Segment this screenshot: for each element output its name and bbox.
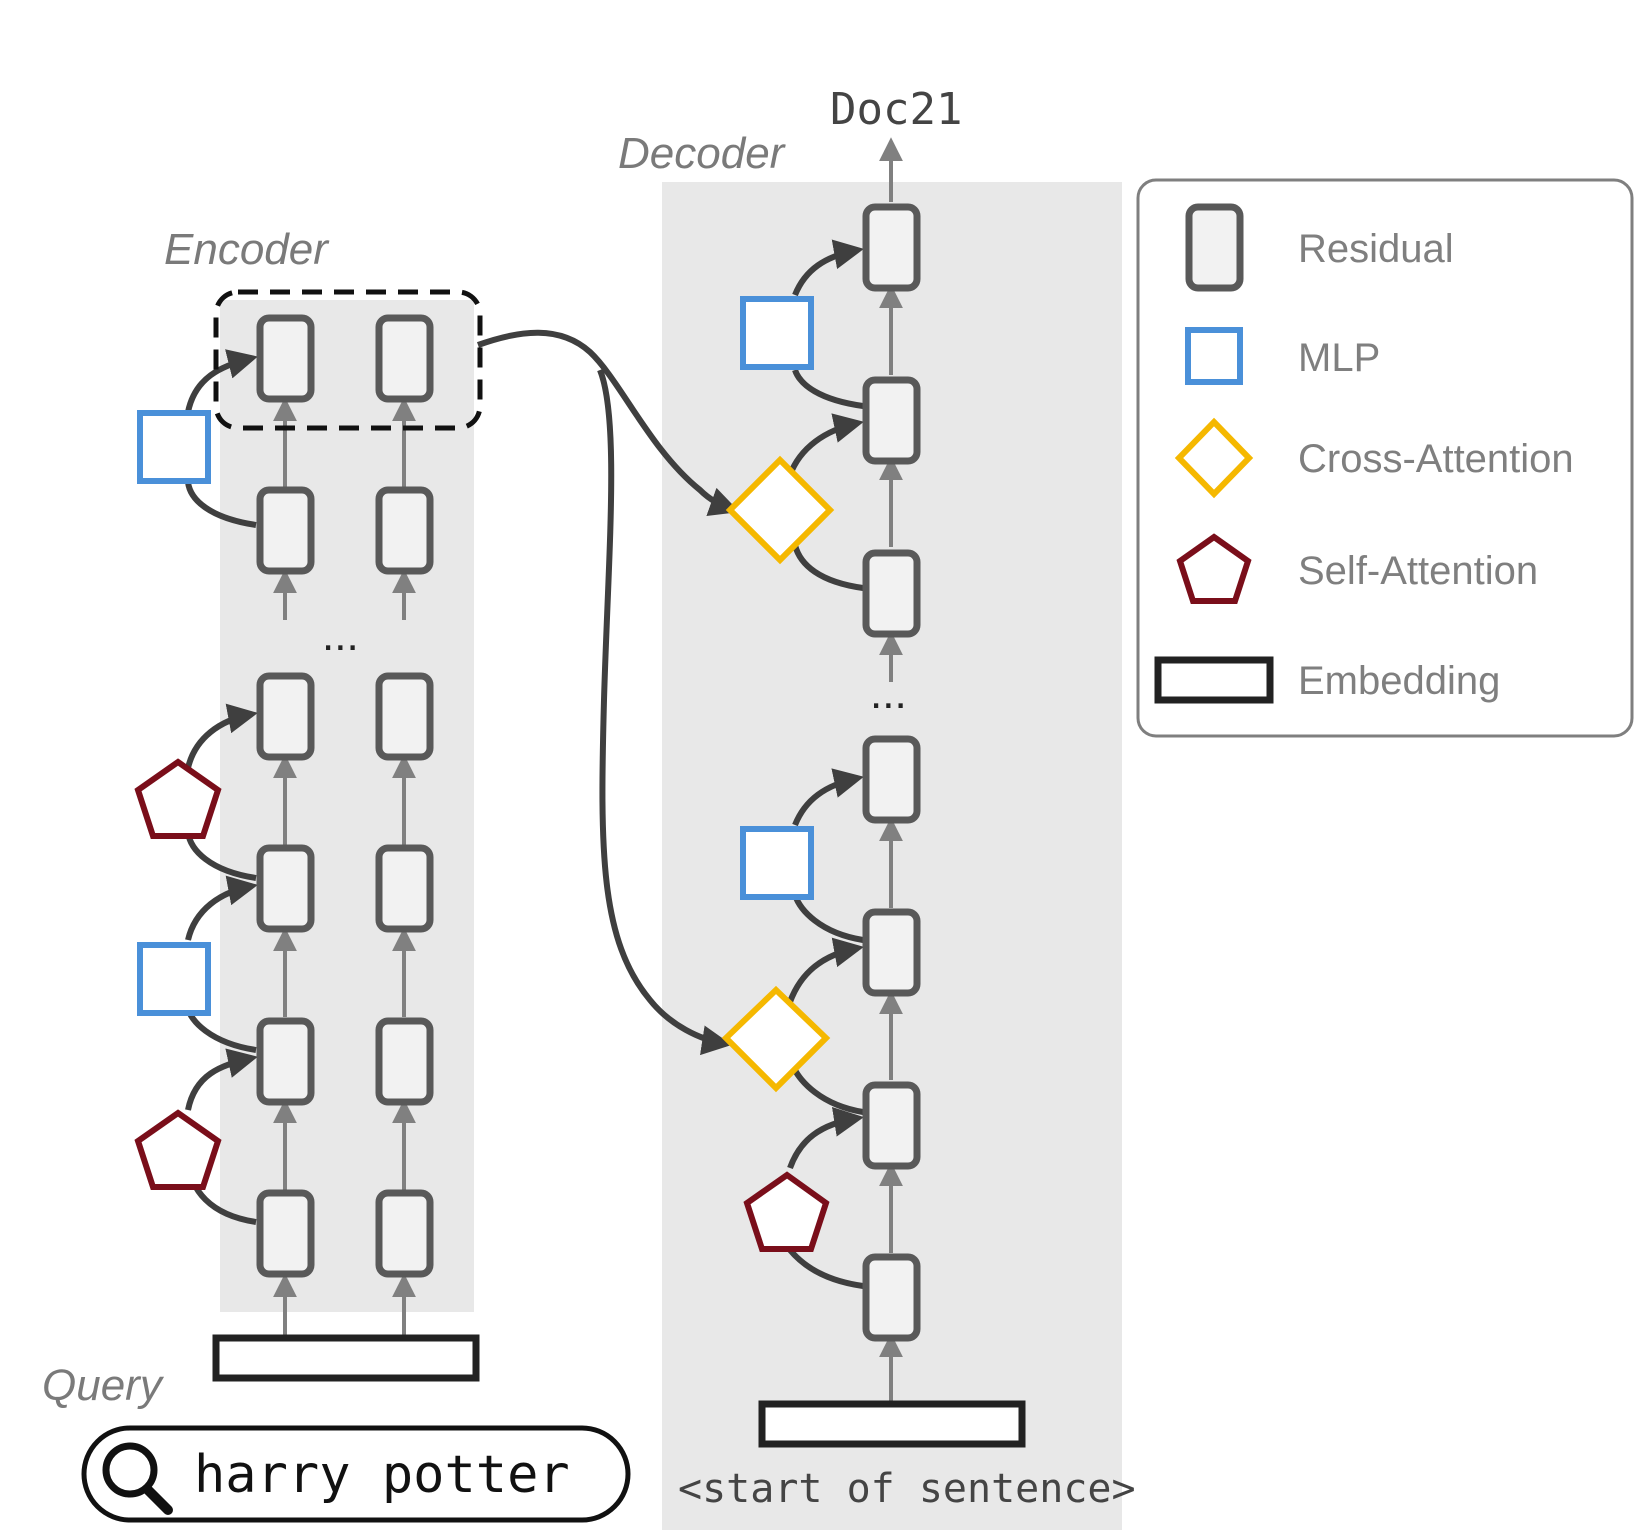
- decoder-embedding: [758, 1400, 1026, 1448]
- cross-attention-icon: [721, 985, 831, 1093]
- decoder-residual-block: [862, 376, 921, 465]
- search-input[interactable]: harry potter: [194, 1445, 570, 1505]
- encoder-residual-block: [256, 672, 315, 761]
- cross-attention-icon: [725, 455, 835, 565]
- cross-attention-connectors: [476, 329, 740, 1056]
- cross-attention-icon: [1174, 417, 1254, 499]
- decoder-block-connectors: [787, 239, 864, 1289]
- self-attention-icon: [743, 1171, 830, 1252]
- search-icon: [102, 1442, 173, 1515]
- decoder-residual-blocks: [862, 203, 921, 1342]
- decoder-label: Decoder: [618, 129, 787, 178]
- legend-item-self-attention: Self-Attention: [1298, 549, 1538, 593]
- encoder-residual-block: [375, 486, 434, 575]
- query-label: Query: [42, 1361, 165, 1410]
- encoder-residual-block: [375, 314, 434, 403]
- encoder-flow-arrows: [273, 397, 416, 1338]
- decoder-residual-block: [862, 735, 921, 824]
- encoder-output-highlight: [213, 289, 483, 431]
- mlp-icon: [1185, 327, 1243, 385]
- decoder-input-label: <start of sentence>: [678, 1466, 1136, 1512]
- mlp-icon: [137, 410, 211, 484]
- encoder-residual-block: [256, 844, 315, 933]
- self-attention-icon: [134, 1109, 222, 1190]
- search-box[interactable]: harry potter: [81, 1425, 631, 1523]
- encoder-residual-block: [256, 1189, 315, 1278]
- decoder-residual-block: [862, 549, 921, 638]
- decoder-residual-block: [862, 203, 921, 292]
- mlp-icon: [740, 296, 814, 370]
- output-label: Doc21: [830, 84, 962, 135]
- decoder-ellipsis: ...: [870, 669, 907, 718]
- encoder-residual-block: [375, 844, 434, 933]
- encoder-residual-block: [256, 486, 315, 575]
- decoder-residual-block: [862, 908, 921, 997]
- legend-item-residual: Residual: [1298, 227, 1454, 271]
- encoder-residual-block: [375, 1189, 434, 1278]
- decoder-residual-block: [862, 1081, 921, 1170]
- encoder-embedding: [212, 1334, 480, 1382]
- encoder-residual-block: [256, 314, 315, 403]
- encoder-residual-blocks: [256, 314, 434, 1278]
- encoder-label: Encoder: [164, 225, 330, 274]
- legend-item-cross-attention: Cross-Attention: [1298, 437, 1574, 481]
- encoder-residual-block: [375, 672, 434, 761]
- encoder-residual-block: [375, 1017, 434, 1106]
- embedding-icon: [1154, 656, 1274, 704]
- encoder-residual-block: [256, 1017, 315, 1106]
- legend-item-embedding: Embedding: [1298, 659, 1500, 703]
- encoder-ellipsis: ...: [322, 611, 359, 660]
- legend-box: [1136, 178, 1634, 738]
- residual-icon: [1185, 203, 1244, 292]
- mlp-icon: [137, 942, 211, 1016]
- encoder-block-connectors: [185, 349, 258, 1225]
- decoder-residual-block: [862, 1253, 921, 1342]
- self-attention-icon: [1176, 533, 1252, 604]
- encoder-panel: [220, 300, 474, 1312]
- mlp-icon: [740, 826, 814, 900]
- self-attention-icon: [134, 758, 222, 839]
- legend: Residual MLP Cross-Attention Self-Attent…: [1136, 178, 1634, 738]
- legend-item-mlp: MLP: [1298, 336, 1380, 380]
